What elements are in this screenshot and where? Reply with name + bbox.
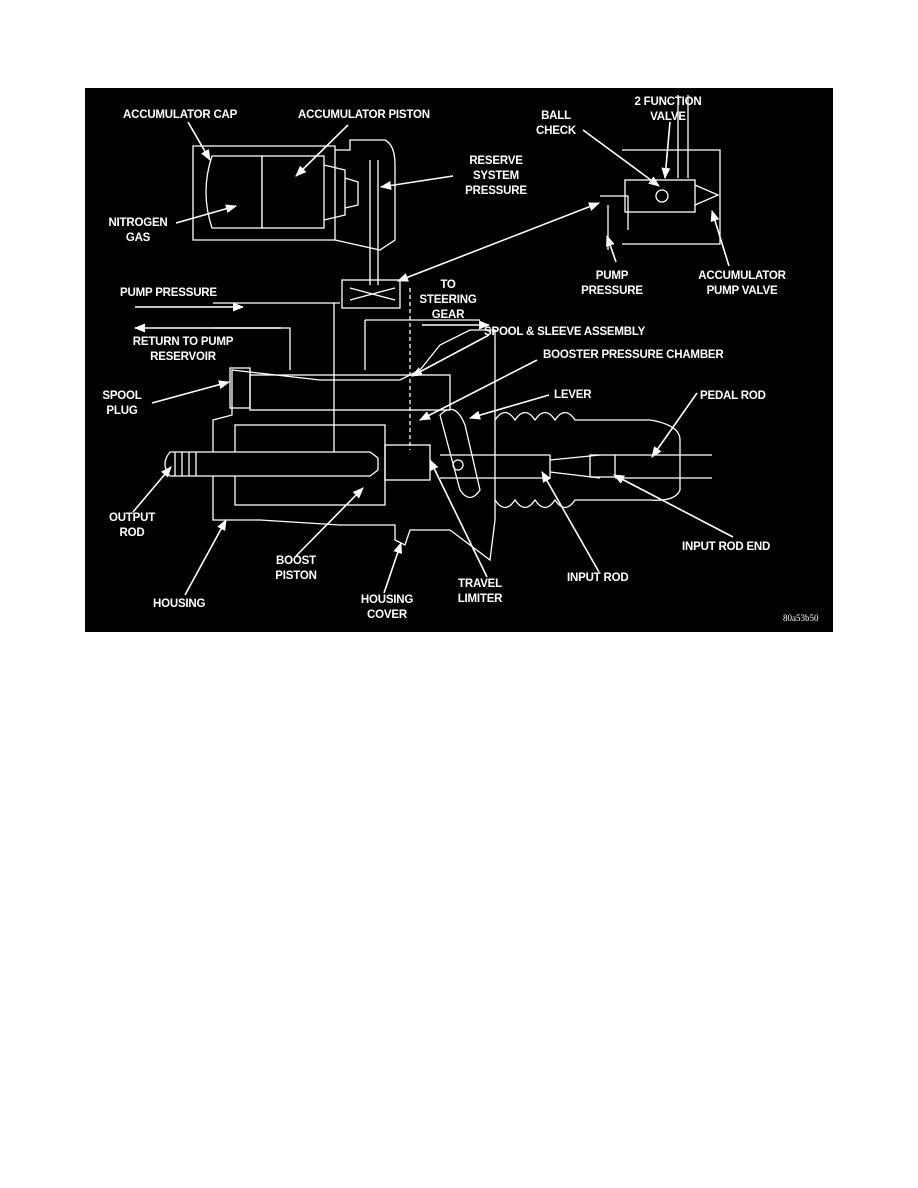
arrow-output-rod bbox=[132, 466, 172, 513]
housing-outline bbox=[212, 329, 496, 562]
label-pump-pressure-right: PUMP PRESSURE bbox=[581, 270, 643, 297]
arrow-travel-limiter bbox=[429, 458, 488, 578]
arrow-ball-check bbox=[582, 129, 660, 187]
label-accumulator-piston: ACCUMULATOR PISTON bbox=[298, 109, 430, 121]
bellows-boot bbox=[494, 411, 681, 509]
output-rod bbox=[164, 451, 379, 477]
mechanical-drawing bbox=[164, 95, 721, 562]
label-pedal-rod: PEDAL ROD bbox=[700, 390, 766, 402]
arrow-inset-link bbox=[396, 202, 601, 282]
spool-bore bbox=[249, 374, 451, 411]
spool-plug bbox=[229, 367, 251, 409]
arrow-housing-cover bbox=[383, 541, 402, 594]
label-to-steering-gear: TO STEERING GEAR bbox=[419, 279, 477, 321]
steering-line bbox=[364, 319, 480, 370]
check-valve-fitting bbox=[341, 279, 401, 309]
arrow-spool-plug bbox=[151, 380, 231, 404]
arrow-accumulator-pump-valve bbox=[710, 209, 730, 267]
label-nitrogen-gas: NITROGEN GAS bbox=[108, 217, 168, 244]
arrow-booster-chamber bbox=[419, 359, 538, 421]
label-return-to-pump-reservoir: RETURN TO PUMP RESERVOIR bbox=[132, 336, 234, 363]
input-rod-end bbox=[589, 454, 616, 478]
label-accumulator-pump-valve: ACCUMULATOR PUMP VALVE bbox=[698, 270, 786, 297]
arrow-2-function-valve bbox=[661, 121, 671, 180]
figure-id: 80a53b50 bbox=[783, 613, 819, 623]
label-spool-sleeve-assembly: SPOOL & SLEEVE ASSEMBLY bbox=[484, 326, 646, 338]
label-housing-cover: HOUSING COVER bbox=[360, 594, 414, 621]
label-boost-piston: BOOST PISTON bbox=[275, 555, 317, 582]
label-booster-pressure-chamber: BOOSTER PRESSURE CHAMBER bbox=[543, 349, 724, 361]
label-reserve-system-pressure: RESERVE SYSTEM PRESSURE bbox=[465, 155, 527, 197]
leader-arrows bbox=[132, 121, 734, 596]
arrow-housing bbox=[184, 519, 227, 596]
inset-housing bbox=[622, 149, 721, 245]
label-lever: LEVER bbox=[554, 389, 592, 401]
arrow-boost-piston bbox=[295, 487, 364, 557]
label-housing: HOUSING bbox=[153, 598, 206, 610]
reserve-pipe bbox=[369, 160, 379, 285]
label-input-rod-end: INPUT ROD END bbox=[682, 541, 771, 553]
label-pump-pressure-left: PUMP PRESSURE bbox=[120, 287, 217, 299]
arrow-spool-sleeve bbox=[411, 334, 490, 377]
accumulator-chamber bbox=[205, 155, 263, 229]
label-spool-plug: SPOOL PLUG bbox=[102, 390, 142, 417]
label-2-function-valve: 2 FUNCTION VALVE bbox=[634, 96, 702, 123]
hydro-boost-diagram bbox=[85, 88, 833, 632]
label-travel-limiter: TRAVEL LIMITER bbox=[457, 578, 503, 605]
arrow-reserve-pressure bbox=[379, 175, 454, 190]
accumulator-piston bbox=[261, 155, 325, 229]
lever bbox=[439, 408, 481, 499]
accumulator-housing bbox=[334, 139, 396, 251]
label-output-rod: OUTPUT ROD bbox=[108, 512, 156, 539]
pedal-rod bbox=[615, 454, 712, 479]
arrow-pedal-rod bbox=[651, 392, 698, 458]
arrow-input-rod-end bbox=[613, 474, 734, 538]
arrow-nitrogen-gas bbox=[175, 204, 238, 224]
arrow-accumulator-cap bbox=[187, 121, 211, 161]
label-accumulator-cap: ACCUMULATOR CAP bbox=[123, 109, 238, 121]
arrow-accumulator-piston bbox=[295, 124, 349, 177]
arrow-lever bbox=[468, 394, 550, 420]
arrow-pump-pressure-right bbox=[606, 234, 617, 263]
input-rod bbox=[440, 454, 551, 479]
label-input-rod: INPUT ROD bbox=[567, 572, 629, 584]
label-ball-check: BALL CHECK bbox=[536, 110, 576, 137]
arrow-input-rod bbox=[541, 471, 600, 573]
